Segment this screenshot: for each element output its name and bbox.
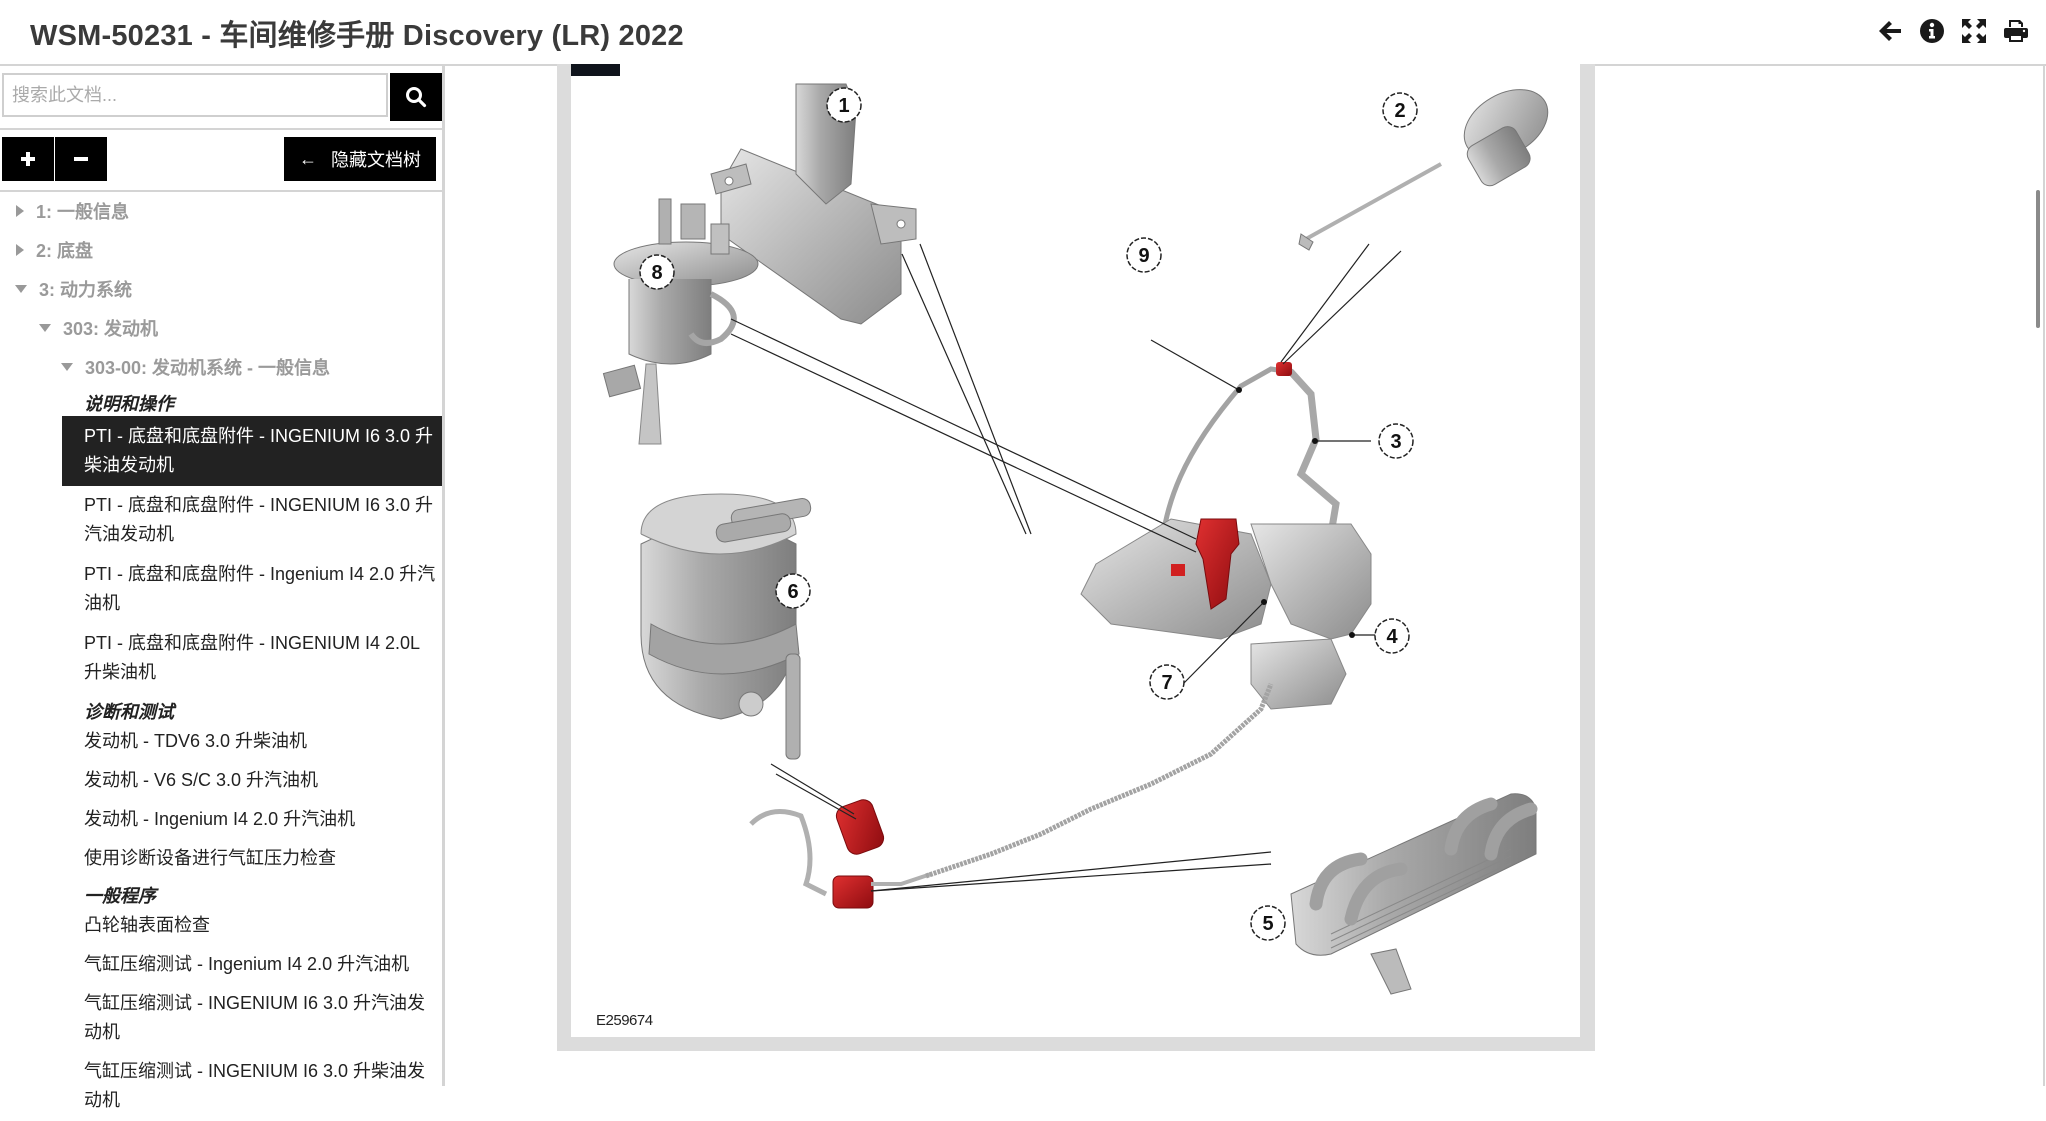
divider [0,128,442,130]
expand-icon[interactable] [1958,14,1990,48]
tree-leaf[interactable]: 发动机 - TDV6 3.0 升柴油机 [84,731,308,751]
callout-8: 8 [639,254,675,290]
search-bar [2,73,442,121]
caret-down-icon [61,363,73,371]
caret-down-icon [39,324,51,332]
tree-leaf[interactable]: 凸轮轴表面检查 [84,915,210,935]
tree-node-powertrain[interactable]: 3: 动力系统 [15,276,132,302]
part-quick-connect-fittings [749,799,932,909]
callout-5: 5 [1250,905,1286,941]
tree-leaf[interactable]: 气缸压缩测试 - INGENIUM I6 3.0 升汽油发动机 [84,993,426,1042]
part-fuel-lines [925,683,1274,879]
tree-node-chassis[interactable]: 2: 底盘 [16,237,93,263]
callout-6: 6 [775,573,811,609]
fuel-system-diagram: 1 2 3 4 5 6 7 8 9 [602,83,1549,995]
tree-leaf[interactable]: 发动机 - Ingenium I4 2.0 升汽油机 [84,809,356,829]
callout-2: 2 [1382,92,1418,128]
callout-label: 4 [1386,626,1398,648]
figure-canvas: 1 2 3 4 5 6 7 8 9 E259674 [571,64,1580,1037]
tree-node-engine-system-general[interactable]: 303-00: 发动机系统 - 一般信息 [61,354,330,380]
caret-down-icon [15,285,27,293]
search-button[interactable] [390,73,442,121]
callout-label: 3 [1390,431,1401,453]
left-arrow-icon: ← [299,148,317,169]
tree-node-engine[interactable]: 303: 发动机 [39,315,158,341]
section-heading-general-procedures: 一般程序 [84,886,156,906]
collapse-all-button[interactable] [55,137,107,181]
scrollbar-thumb[interactable] [2036,190,2040,328]
callout-label: 7 [1161,672,1172,694]
hide-tree-button[interactable]: ← 隐藏文档树 [284,137,436,181]
tree-controls: ← 隐藏文档树 [2,137,442,183]
callout-label: 2 [1394,100,1405,122]
figure-frame: 1 2 3 4 5 6 7 8 9 E259674 [557,64,1595,1051]
tree-leaf[interactable]: PTI - 底盘和底盘附件 - Ingenium I4 2.0 升汽油机 [84,564,436,613]
callout-9: 9 [1126,237,1162,273]
search-input[interactable] [2,73,388,117]
document-content: 1 2 3 4 5 6 7 8 9 E259674 [445,64,2046,1086]
tree-leaf[interactable]: 使用诊断设备进行气缸压力检查 [84,848,336,868]
tree-leaf[interactable]: PTI - 底盘和底盘附件 - INGENIUM I4 2.0L 升柴油机 [84,633,420,682]
callout-label: 6 [787,581,798,603]
callout-4: 4 [1374,618,1410,654]
leader-lines [730,243,1406,892]
tree-leaf[interactable]: 发动机 - V6 S/C 3.0 升汽油机 [84,770,319,790]
back-arrow-icon[interactable] [1874,14,1906,48]
tree-leaf[interactable]: 气缸压缩测试 - INGENIUM I6 3.0 升柴油发动机 [84,1061,426,1110]
figure-tab [571,64,620,76]
figure-code: E259674 [596,1012,653,1029]
caret-right-icon [16,205,24,217]
hide-tree-label: 隐藏文档树 [331,150,421,170]
header-toolbar [1874,14,2032,48]
document-tree-sidebar: ← 隐藏文档树 1: 一般信息 2: 底盘 3: 动力系统 303: 发动机 3… [0,66,445,1110]
tree-leaf-selected[interactable]: PTI - 底盘和底盘附件 - INGENIUM I6 3.0 升柴油发动机 [62,416,442,486]
callout-label: 1 [838,95,849,117]
page-title: WSM-50231 - 车间维修手册 Discovery (LR) 2022 [30,20,684,52]
part-fuel-cooler [1290,793,1538,995]
plus-icon [21,152,35,166]
tree-leaf[interactable]: 气缸压缩测试 - Ingenium I4 2.0 升汽油机 [84,954,410,974]
header-bar: WSM-50231 - 车间维修手册 Discovery (LR) 2022 [0,0,2046,66]
callout-7: 7 [1149,664,1185,700]
tree-leaf[interactable]: PTI - 底盘和底盘附件 - INGENIUM I6 3.0 升汽油发动机 [84,495,434,544]
tree-node-general-info[interactable]: 1: 一般信息 [16,198,129,224]
minus-icon [74,157,88,161]
callout-1: 1 [826,87,862,123]
callout-group: 1 2 3 4 5 6 7 8 9 [639,87,1418,941]
expand-all-button[interactable] [2,137,54,181]
callout-label: 9 [1138,245,1149,267]
part-fuel-filter [640,493,812,760]
print-icon[interactable] [2000,14,2032,48]
highlight-connector [1276,362,1292,376]
scrollbar-track [2043,66,2045,1086]
section-heading-description: 说明和操作 [84,394,174,414]
caret-right-icon [16,244,24,256]
callout-label: 8 [651,262,662,284]
part-fuel-pump-control-module [710,83,917,325]
part-fuel-pump-module [602,198,759,445]
callout-3: 3 [1378,423,1414,459]
info-icon[interactable] [1916,14,1948,48]
callout-label: 5 [1262,913,1273,935]
part-fuel-filler-cap [1298,89,1549,251]
leader-dots [1236,387,1355,638]
section-heading-diagnosis: 诊断和测试 [84,702,174,722]
part-fuel-tank [1080,518,1372,710]
search-icon [406,87,427,108]
divider [0,190,442,192]
